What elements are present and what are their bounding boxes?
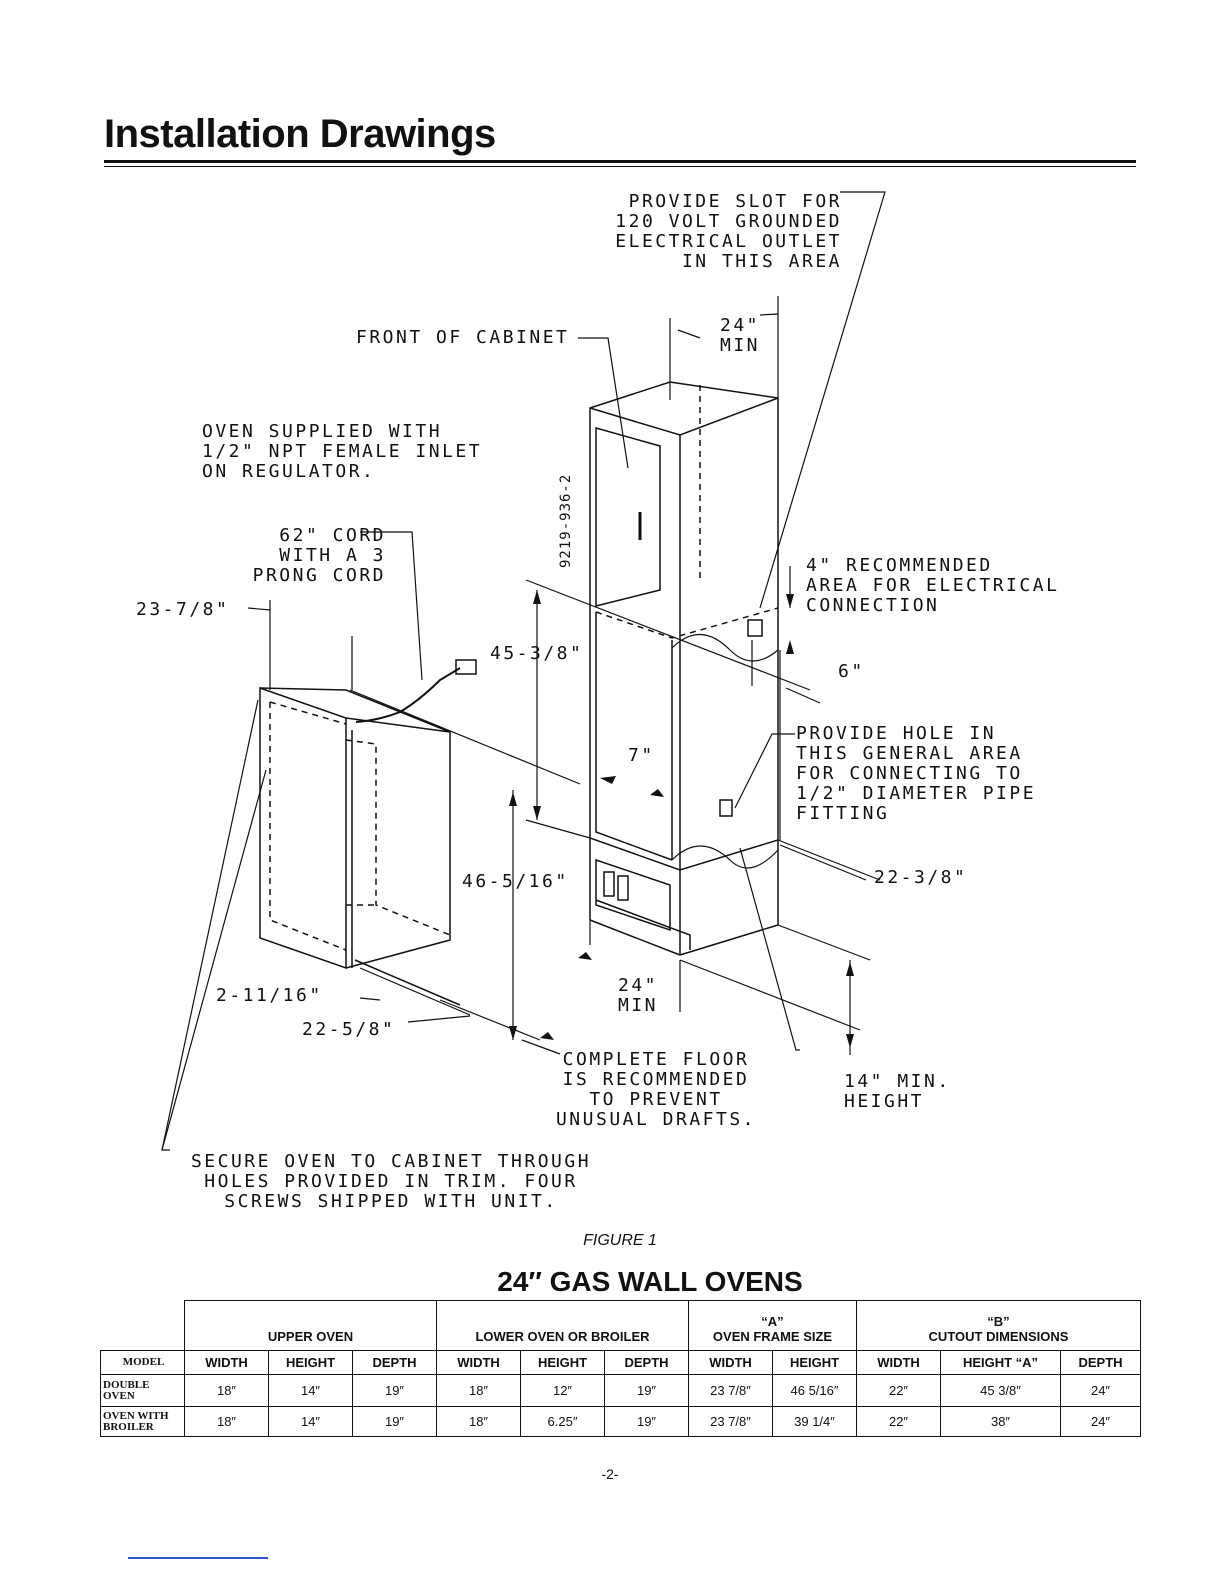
group-cutout: “B” CUTOUT DIMENSIONS (856, 1300, 1141, 1351)
label-outlet-slot: PROVIDE SLOT FOR 120 VOLT GROUNDED ELECT… (615, 191, 842, 272)
label-22-5-8: 22-5/8" (302, 1019, 396, 1040)
group-upper-oven: UPPER OVEN (184, 1300, 437, 1351)
model-line: BROILER (103, 1420, 154, 1433)
label-7: 7" (628, 745, 655, 766)
row-model: DOUBLE OVEN (100, 1374, 185, 1407)
label-24-min-bottom: 24" MIN (617, 975, 658, 1016)
cabinet-outline (589, 381, 779, 956)
label-46-5-16: 46-5/16" (462, 871, 569, 892)
col-upper-height: HEIGHT (268, 1350, 353, 1375)
label-23-7-8: 23-7/8" (136, 599, 230, 620)
dimension-lines (269, 296, 881, 1055)
table-group-header: UPPER OVEN LOWER OVEN OR BROILER “A” OVE… (101, 1300, 1141, 1351)
cell: 18″ (184, 1374, 269, 1407)
oven-outline (259, 659, 477, 1006)
group-name: LOWER OVEN OR BROILER (475, 1329, 650, 1344)
cell: 38″ (940, 1406, 1061, 1437)
cell: 24″ (1060, 1406, 1141, 1437)
cell: 19″ (604, 1406, 689, 1437)
col-cutout-height: HEIGHT “A” (940, 1350, 1061, 1375)
table-row: OVEN WITH BROILER 18″ 14″ 19″ 18″ 6.25″ … (100, 1406, 1141, 1437)
group-lower-oven: LOWER OVEN OR BROILER (436, 1300, 689, 1351)
title-rule-thick (104, 160, 1136, 163)
title-rule-thin (104, 166, 1136, 167)
group-name: UPPER OVEN (267, 1329, 354, 1344)
cell: 19″ (352, 1374, 437, 1407)
footer-link-line (128, 1557, 268, 1559)
cell: 18″ (436, 1406, 521, 1437)
leader-lines (161, 191, 886, 1151)
specs-table: UPPER OVEN LOWER OVEN OR BROILER “A” OVE… (100, 1300, 1141, 1437)
page-number: -2- (601, 1466, 619, 1482)
label-4-recommended: 4" RECOMMENDED AREA FOR ELECTRICAL CONNE… (806, 555, 1060, 616)
cell: 14″ (268, 1406, 353, 1437)
group-name: OVEN FRAME SIZE (712, 1329, 833, 1344)
table-row: DOUBLE OVEN 18″ 14″ 19″ 18″ 12″ 19″ 23 7… (100, 1374, 1141, 1407)
cell: 24″ (1060, 1374, 1141, 1407)
model-line: OVEN WITH (103, 1409, 169, 1422)
cell: 22″ (856, 1406, 941, 1437)
group-quote: “B” (987, 1314, 1010, 1329)
label-62-cord: 62" CORD WITH A 3 PRONG CORD (252, 525, 386, 586)
cell: 18″ (436, 1374, 521, 1407)
arrow-heads (509, 590, 854, 1048)
cell: 18″ (184, 1406, 269, 1437)
col-lower-width: WIDTH (436, 1350, 521, 1375)
cell: 45 3/8″ (940, 1374, 1061, 1407)
page-title: Installation Drawings (104, 112, 496, 156)
cell: 19″ (604, 1374, 689, 1407)
group-name: CUTOUT DIMENSIONS (928, 1329, 1069, 1344)
label-14-min-height: 14" MIN. HEIGHT (844, 1071, 951, 1112)
cell: 12″ (520, 1374, 605, 1407)
part-number: 9219-936-2 (558, 473, 574, 568)
col-upper-depth: DEPTH (352, 1350, 437, 1375)
label-complete-floor: COMPLETE FLOOR IS RECOMMENDED TO PREVENT… (555, 1049, 757, 1130)
model-line: DOUBLE (103, 1378, 150, 1391)
col-upper-width: WIDTH (184, 1350, 269, 1375)
col-cutout-depth: DEPTH (1060, 1350, 1141, 1375)
label-front-of-cabinet: FRONT OF CABINET (356, 327, 570, 348)
label-provide-hole: PROVIDE HOLE IN THIS GENERAL AREA FOR CO… (796, 723, 1037, 824)
col-frame-height: HEIGHT (772, 1350, 857, 1375)
cell: 6.25″ (520, 1406, 605, 1437)
table-title: 24″ GAS WALL OVENS (497, 1266, 803, 1297)
figure-caption: FIGURE 1 (583, 1232, 657, 1249)
group-frame-size: “A” OVEN FRAME SIZE (688, 1300, 857, 1351)
label-24-min-top: 24" MIN (719, 315, 760, 356)
cell: 22″ (856, 1374, 941, 1407)
label-45-3-8: 45-3/8" (490, 643, 584, 664)
group-quote: “A” (761, 1314, 784, 1329)
label-oven-supplied: OVEN SUPPLIED WITH 1/2" NPT FEMALE INLET… (202, 421, 483, 482)
col-lower-depth: DEPTH (604, 1350, 689, 1375)
col-frame-width: WIDTH (688, 1350, 773, 1375)
row-model: OVEN WITH BROILER (100, 1406, 185, 1437)
empty-corner (101, 1301, 185, 1351)
cell: 46 5/16″ (772, 1374, 857, 1407)
col-cutout-width: WIDTH (856, 1350, 941, 1375)
label-2-11-16: 2-11/16" (216, 985, 323, 1006)
cell: 19″ (352, 1406, 437, 1437)
cell: 23 7/8″ (688, 1374, 773, 1407)
col-model: MODEL (100, 1350, 185, 1375)
installation-drawing (161, 191, 886, 1151)
table-column-header: MODEL WIDTH HEIGHT DEPTH WIDTH HEIGHT DE… (100, 1350, 1141, 1375)
col-lower-height: HEIGHT (520, 1350, 605, 1375)
cell: 23 7/8″ (688, 1406, 773, 1437)
cell: 39 1/4″ (772, 1406, 857, 1437)
label-22-3-8: 22-3/8" (874, 867, 968, 888)
label-secure-oven: SECURE OVEN TO CABINET THROUGH HOLES PRO… (190, 1151, 592, 1212)
model-line: OVEN (103, 1389, 135, 1402)
label-6: 6" (838, 661, 865, 682)
cell: 14″ (268, 1374, 353, 1407)
